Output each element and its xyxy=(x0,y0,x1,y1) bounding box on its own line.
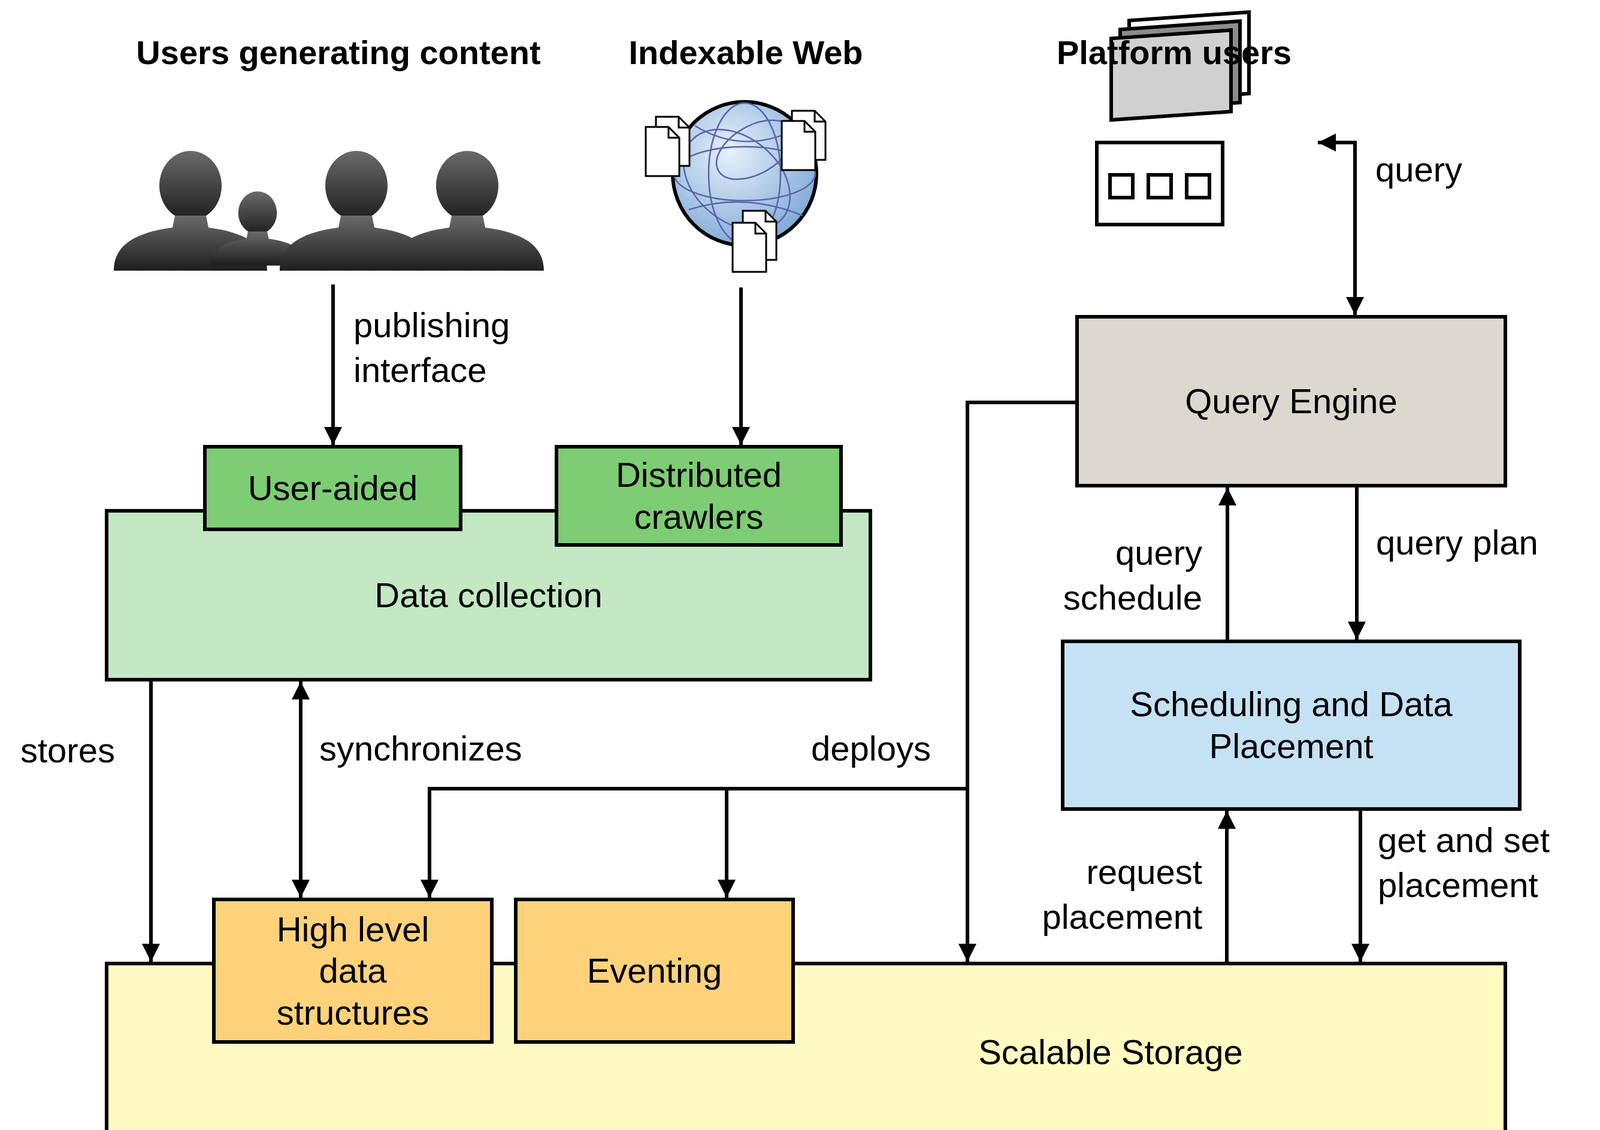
edge-label: publishing interface xyxy=(353,302,510,393)
group-heading: Indexable Web xyxy=(628,32,863,73)
flow-arrow xyxy=(1358,811,1363,963)
globe-icon xyxy=(645,101,826,272)
edge-label: query plan xyxy=(1375,519,1539,565)
module-box: User-aided xyxy=(203,445,463,532)
flow-arrow xyxy=(739,287,743,446)
edge-label: stores xyxy=(20,727,116,773)
people-silhouettes xyxy=(113,150,544,271)
edge-label: query xyxy=(1375,146,1463,192)
edge-label: get and set placement xyxy=(1377,817,1576,909)
flow-arrow xyxy=(331,284,335,446)
group-heading: Platform users xyxy=(1056,32,1292,73)
flow-arrow xyxy=(1317,142,1355,316)
edge-label: request placement xyxy=(1041,849,1203,940)
module-box: Distributed crawlers xyxy=(554,445,843,547)
source-group: Platform users xyxy=(1030,29,1318,234)
flow-arrow xyxy=(1354,487,1359,640)
box-label: Query Engine xyxy=(1184,380,1398,423)
group-heading: Users generating content xyxy=(135,32,541,73)
flow-arrow xyxy=(298,681,303,898)
edge-label: synchronizes xyxy=(319,726,522,771)
source-group: Indexable Web xyxy=(599,29,893,288)
process-box: Query Engine xyxy=(1075,315,1508,488)
flow-arrow xyxy=(1225,487,1230,640)
storage-band: Scalable StorageHigh level data structur… xyxy=(104,962,1508,1130)
box-label: High level data structures xyxy=(253,908,452,1034)
box-label: Scalable Storage xyxy=(978,1031,1243,1074)
edge-label: deploys xyxy=(811,726,931,771)
edge-label: query schedule xyxy=(1063,530,1203,621)
box-label: Eventing xyxy=(587,950,723,992)
box-label: User-aided xyxy=(247,467,419,510)
process-box: Scheduling and Data Placement xyxy=(1060,639,1522,812)
module-box: High level data structures xyxy=(212,897,494,1045)
module-box: Eventing xyxy=(513,897,795,1045)
region-box: Data collectionUser-aidedDistributed cra… xyxy=(104,509,873,682)
box-label: Distributed crawlers xyxy=(558,454,840,538)
flow-arrow xyxy=(1225,811,1229,963)
flow-arrow xyxy=(149,681,153,963)
box-label: Scheduling and Data Placement xyxy=(1064,683,1518,767)
box-label: Data collection xyxy=(374,574,603,617)
source-group: Users generating content xyxy=(101,29,576,285)
